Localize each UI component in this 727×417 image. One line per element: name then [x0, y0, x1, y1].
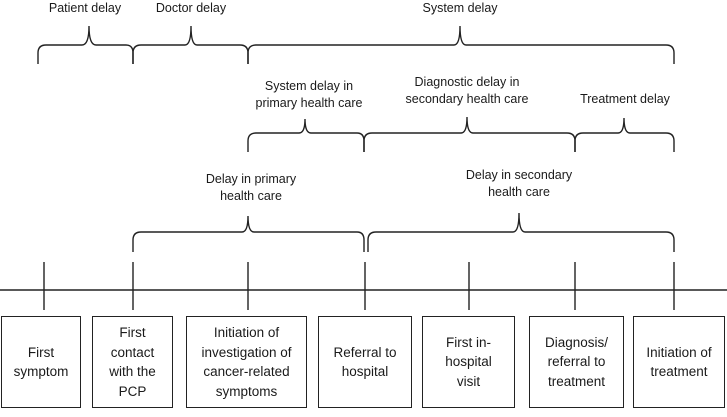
label-doctor-delay: Doctor delay: [155, 1, 227, 15]
milestone-initiation-treatment: Initiation of treatment: [633, 316, 725, 408]
brace-delay-primary: [132, 215, 365, 252]
brace-diagnostic-delay-secondary: [363, 116, 576, 152]
milestone-referral-hospital: Referral to hospital: [318, 316, 412, 408]
brace-doctor-delay: [132, 25, 249, 64]
label-system-delay-primary: System delay in primary health care: [255, 79, 363, 110]
label-treatment-delay: Treatment delay: [580, 92, 670, 106]
milestone-initiation-investigation: Initiation of investigation of cancer-re…: [186, 316, 307, 408]
label-patient-delay: Patient delay: [48, 1, 122, 15]
brace-patient-delay: [37, 25, 134, 64]
brace-system-delay-primary: [247, 118, 365, 152]
brace-delay-secondary: [367, 212, 675, 252]
milestone-first-hospital-visit: First in- hospital visit: [422, 316, 515, 408]
brace-treatment-delay: [574, 117, 675, 152]
milestone-first-contact-pcp: First contact with the PCP: [92, 316, 173, 408]
brace-system-delay: [247, 25, 675, 64]
label-delay-secondary: Delay in secondary health care: [465, 168, 573, 199]
milestone-diagnosis-referral: Diagnosis/ referral to treatment: [529, 316, 624, 408]
label-system-delay: System delay: [422, 1, 498, 15]
label-delay-primary: Delay in primary health care: [205, 172, 297, 203]
milestone-first-symptom: First symptom: [1, 316, 81, 408]
label-diagnostic-delay-secondary: Diagnostic delay in secondary health car…: [405, 75, 529, 106]
